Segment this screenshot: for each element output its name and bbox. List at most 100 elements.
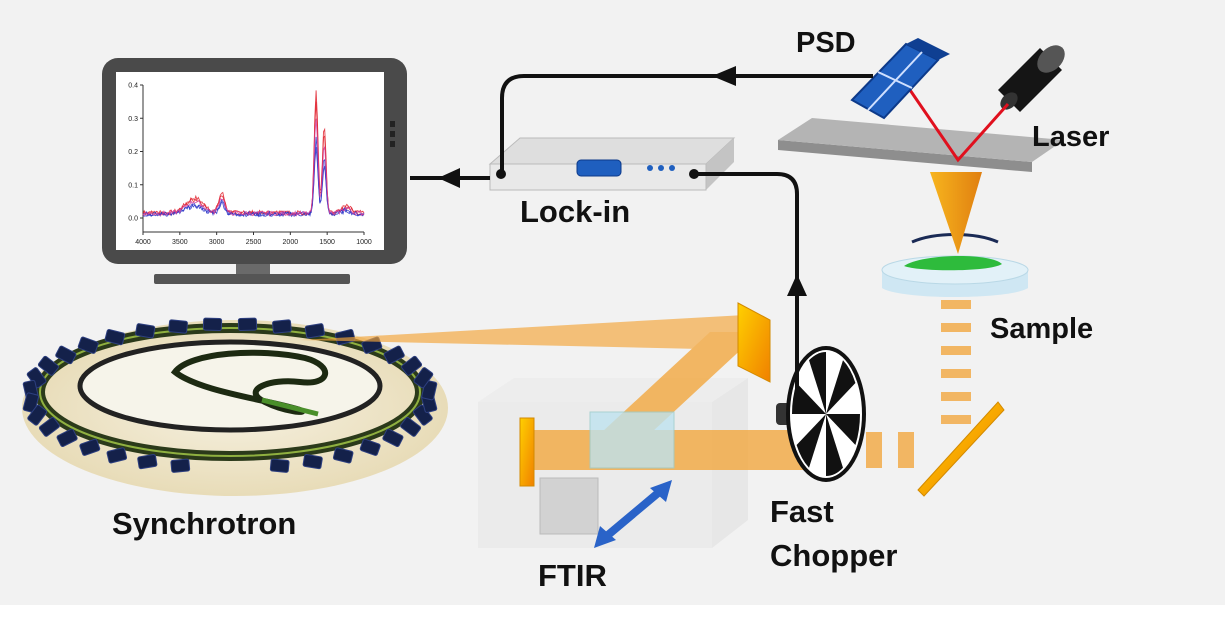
synchrotron (22, 317, 448, 496)
x-tick-label: 2000 (283, 239, 299, 246)
fixed-mirror (519, 417, 535, 487)
lockin-ref-dot (689, 169, 699, 179)
magnet (304, 323, 325, 339)
laser-label: Laser (1032, 121, 1109, 153)
magnet (170, 458, 191, 473)
beam-vertical-3 (941, 323, 971, 332)
beam-vertical-2 (941, 300, 971, 309)
magnet (168, 319, 188, 334)
magnet (135, 323, 156, 339)
x-tick-label: 1000 (356, 239, 372, 246)
magnet (382, 428, 404, 448)
monitor-neck (236, 264, 270, 274)
beam-vertical-7 (941, 415, 971, 424)
magnet (77, 336, 99, 354)
magnet (37, 355, 59, 376)
monitor-button-3 (390, 141, 395, 147)
magnet (272, 319, 292, 334)
magnet (332, 447, 354, 464)
magnet (400, 416, 422, 437)
lockin-input-dot (496, 169, 506, 179)
chopper-blade (826, 360, 856, 414)
ir-beam (300, 277, 971, 470)
magnet (269, 458, 290, 473)
laser-cap (1037, 45, 1065, 73)
y-tick-label: 0.3 (128, 116, 138, 123)
chopper-label: Chopper (770, 538, 897, 573)
magnet (413, 367, 434, 389)
chopper-blades (792, 352, 860, 476)
laser-aperture (1000, 92, 1018, 110)
magnet (137, 454, 158, 470)
moving-mirror-block (539, 477, 599, 535)
magnet (383, 345, 405, 365)
afm-tip (930, 172, 982, 254)
ftir-label: FTIR (538, 558, 607, 593)
chopper-arrow-icon (787, 274, 807, 296)
chopper-blade (809, 352, 826, 414)
y-tick-label: 0.4 (128, 83, 138, 90)
psd-to-lockin-line (500, 74, 873, 174)
beam-vertical-4 (941, 346, 971, 355)
magnet (237, 317, 258, 332)
y-tick-label: 0.2 (128, 149, 138, 156)
chopper-to-lockin-line (694, 172, 799, 400)
monitor-stand (154, 274, 350, 284)
lockin-side (706, 138, 734, 190)
y-tick-label: 0.1 (128, 182, 138, 189)
sample-label: Sample (990, 313, 1093, 345)
chopper-blade (792, 383, 826, 414)
lockin-led-1 (647, 165, 653, 171)
y-tick-label: 0.0 (128, 216, 138, 223)
magnet (27, 404, 48, 426)
x-tick-label: 3500 (172, 239, 188, 246)
focusing-mirror (917, 401, 1005, 497)
psd-detector (850, 38, 950, 120)
magnet (104, 329, 126, 346)
magnet (202, 317, 223, 332)
linac (261, 397, 319, 417)
magnet (401, 355, 423, 376)
psd-quadrant-line-2 (877, 71, 913, 89)
synchrotron-radiation-cone (300, 315, 745, 350)
x-tick-label: 4000 (135, 239, 151, 246)
ftir-box-top (478, 378, 748, 402)
chopper-blade (826, 414, 860, 445)
moving-mirror-arrowhead-top (650, 480, 672, 502)
synchrotron-inner-ring (77, 339, 383, 433)
x-tick-label: 3000 (209, 239, 225, 246)
spectra (142, 90, 365, 218)
monitor-button-1 (390, 121, 395, 127)
chopper-blade (826, 414, 843, 476)
cantilever-side (778, 140, 1032, 172)
cantilever-top (778, 118, 1064, 162)
psd-label: PSD (796, 27, 856, 59)
storage-ring-magnets (22, 317, 438, 473)
monitor-screen (116, 72, 384, 250)
sample (904, 255, 1002, 271)
lockin-led-2 (658, 165, 664, 171)
chopper-blade (796, 414, 826, 468)
beam-vertical-5 (941, 369, 971, 378)
lock-in-amplifier (488, 137, 736, 191)
moving-mirror-arrowhead-bottom (594, 526, 616, 548)
fast-chopper (776, 346, 866, 482)
beam-dash-1 (866, 432, 882, 468)
magnet (359, 438, 381, 456)
magnet (56, 428, 78, 448)
moving-mirror-arrow-icon (598, 484, 668, 544)
beam-vertical-6 (941, 392, 971, 401)
beam-dash-2 (898, 432, 914, 468)
afm-head (778, 38, 1065, 297)
lockin-display (576, 159, 622, 177)
laser-beam (908, 89, 1010, 163)
fast-label: Fast (770, 494, 834, 529)
entrance-mirror (737, 302, 771, 383)
magnet (302, 454, 323, 470)
psd-edge (906, 38, 950, 60)
lockin-label: Lock-in (520, 194, 630, 229)
